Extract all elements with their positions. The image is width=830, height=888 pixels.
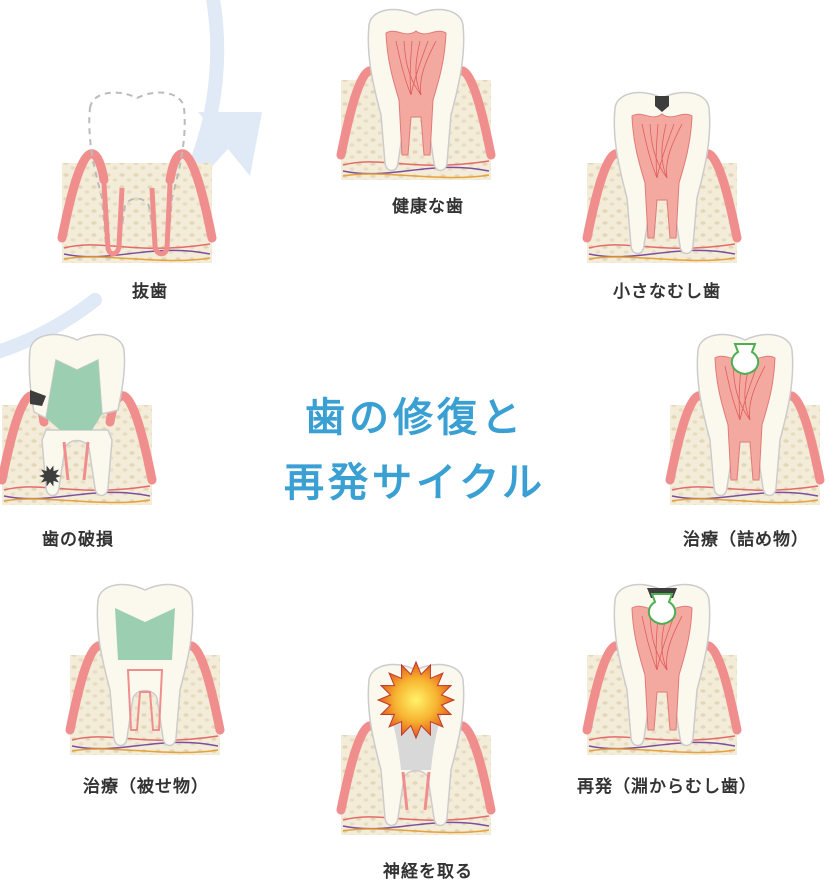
stage-label-healthy: 健康な歯	[392, 197, 464, 217]
filling-mark	[647, 593, 677, 626]
filling-mark	[730, 343, 760, 376]
cavity-mark	[655, 96, 669, 112]
cavity-tooth-icon	[582, 91, 742, 263]
nerve-pain-tooth-icon	[336, 660, 496, 835]
diagram-title-line-1: 歯の修復と	[305, 395, 525, 441]
stage-label-recurrence: 再発（淵からむし歯）	[577, 777, 757, 797]
crowned-tooth-icon	[65, 583, 225, 755]
healthy-tooth-icon	[336, 8, 496, 180]
stage-label-small-cavity: 小さなむし歯	[613, 282, 721, 302]
stage-label-breakage: 歯の破損	[42, 530, 114, 550]
filled-tooth-icon	[665, 333, 825, 505]
cycle-arrow-head	[198, 112, 262, 176]
fracture-mark	[39, 465, 61, 487]
extracted-tooth-icon	[57, 91, 217, 263]
pain-burst-icon	[376, 660, 456, 740]
stage-label-extraction: 抜歯	[132, 282, 168, 302]
stage-label-crown: 治療（被せ物）	[83, 777, 209, 797]
recurrent-cavity-tooth-icon	[582, 583, 742, 755]
diagram-title-line-2: 再発サイクル	[284, 460, 546, 506]
stage-label-filling: 治療（詰め物）	[683, 530, 809, 550]
stage-label-nerve-removal: 神経を取る	[383, 862, 473, 882]
broken-tooth-icon	[0, 333, 157, 505]
